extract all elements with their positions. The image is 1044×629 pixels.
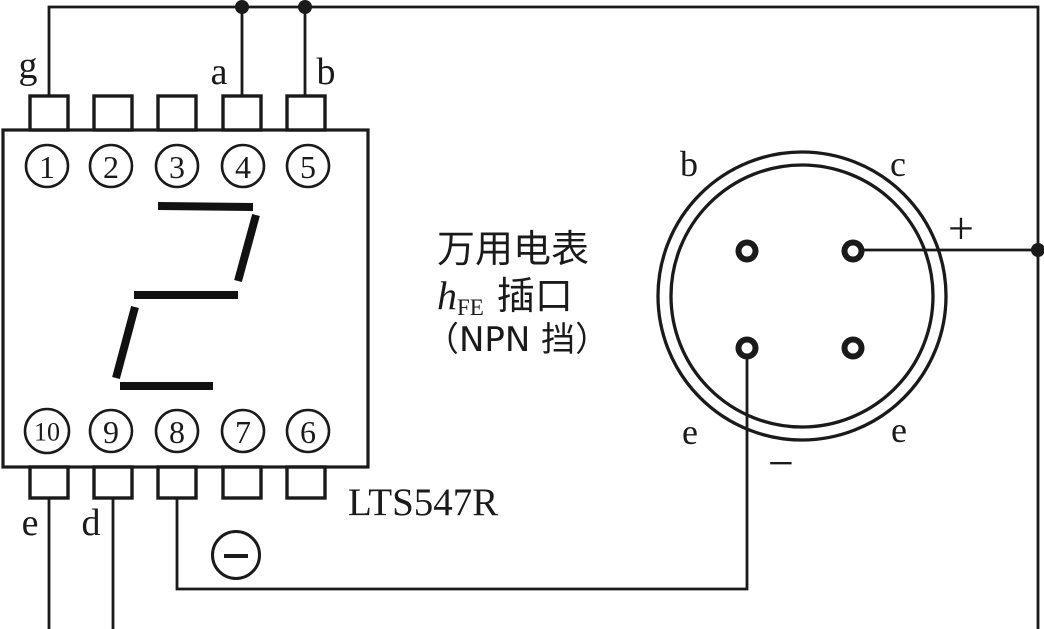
socket-hole-c bbox=[841, 239, 865, 263]
pin-number: 4 bbox=[235, 149, 251, 185]
pin-circle-2 bbox=[88, 143, 134, 189]
pin-number: 10 bbox=[34, 418, 60, 447]
pin-number: 2 bbox=[103, 149, 119, 185]
pin-number: 3 bbox=[169, 149, 185, 185]
segment-b-lit bbox=[234, 213, 260, 283]
caption-line1: 万用电表 bbox=[437, 227, 589, 271]
pin-square-10 bbox=[28, 465, 70, 500]
pin-circle-3 bbox=[154, 143, 200, 189]
label-segment-g: g bbox=[19, 45, 38, 87]
pin-square-2 bbox=[92, 94, 134, 132]
pin-square-3 bbox=[156, 94, 198, 132]
minus-label: − bbox=[768, 438, 794, 489]
ic-part-number: LTS547R bbox=[348, 481, 498, 524]
pin-square-9 bbox=[92, 465, 134, 500]
socket-hole-e-left bbox=[735, 336, 759, 360]
pin-square-1 bbox=[28, 94, 70, 132]
socket-label-e-right: e bbox=[891, 410, 907, 450]
socket-label-e-left: e bbox=[682, 412, 698, 452]
pin-circle-10 bbox=[23, 407, 71, 455]
pin-circle-9 bbox=[88, 408, 134, 454]
socket-hole-e-right bbox=[841, 336, 865, 360]
label-segment-b: b bbox=[317, 51, 336, 93]
junction-dot bbox=[1031, 243, 1044, 257]
pin-number: 9 bbox=[103, 414, 119, 450]
pin-square-7 bbox=[221, 465, 263, 500]
pin-number: 1 bbox=[39, 149, 55, 185]
wire-minus-return bbox=[175, 348, 749, 591]
pin-circle-1 bbox=[24, 143, 70, 189]
seven-segment-digit-2 bbox=[112, 202, 260, 390]
socket-label-b: b bbox=[680, 144, 698, 184]
pin-square-5 bbox=[285, 94, 327, 132]
pin-square-4 bbox=[221, 94, 263, 132]
pin-circle-4 bbox=[220, 143, 266, 189]
socket-label-c: c bbox=[890, 144, 906, 184]
pin-square-8 bbox=[156, 465, 198, 500]
pin-circle-7 bbox=[220, 408, 266, 454]
plus-label: + bbox=[948, 203, 974, 254]
hfe-subscript: FE bbox=[457, 295, 484, 320]
pin-number: 8 bbox=[169, 414, 185, 450]
socket-inner-ring bbox=[669, 163, 935, 429]
socket-hole-b bbox=[735, 239, 759, 263]
segment-e-lit bbox=[112, 305, 139, 380]
pin-number: 7 bbox=[235, 414, 251, 450]
caption-line2: hFE 插口 bbox=[437, 273, 573, 320]
minus-terminal-icon bbox=[211, 530, 261, 580]
label-segment-a: a bbox=[211, 51, 228, 93]
pin-circle-6 bbox=[285, 408, 331, 454]
junction-dot bbox=[298, 0, 312, 14]
pin-square-6 bbox=[285, 465, 327, 500]
caption-line3: （NPN 挡） bbox=[425, 320, 609, 360]
hfe-symbol: h bbox=[437, 273, 457, 318]
pin-circle-8 bbox=[154, 408, 200, 454]
caption-line2-text: 插口 bbox=[497, 274, 573, 318]
label-segment-e: e bbox=[22, 502, 39, 544]
wire-top-rail bbox=[47, 5, 1040, 629]
segment-a-lit bbox=[157, 202, 254, 211]
pin-number: 6 bbox=[300, 414, 316, 450]
pin-number: 5 bbox=[300, 149, 316, 185]
label-segment-d: d bbox=[82, 502, 101, 544]
socket-outer-ring bbox=[656, 150, 948, 442]
junction-dot bbox=[235, 0, 249, 14]
pin-circle-5 bbox=[285, 143, 331, 189]
minus-terminal-circle bbox=[211, 530, 261, 580]
